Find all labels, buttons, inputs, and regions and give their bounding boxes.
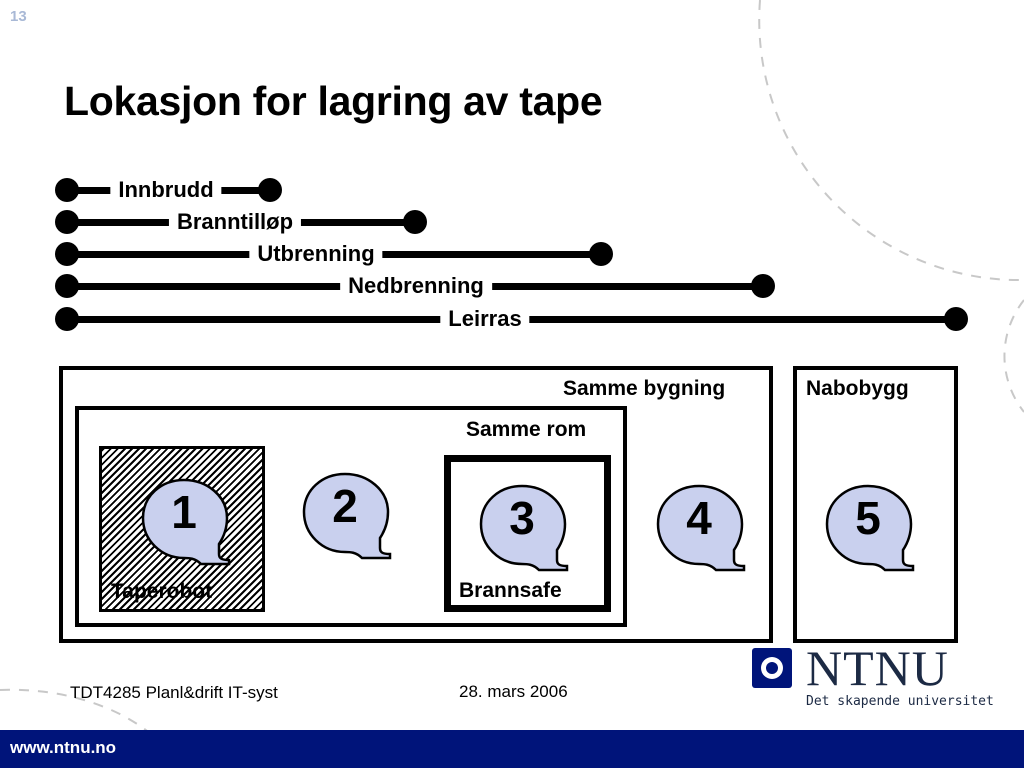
slide-title: Lokasjon for lagring av tape xyxy=(64,78,603,124)
threat-line-leirras: Leirras xyxy=(55,304,968,334)
location-number: 4 xyxy=(686,492,712,544)
threat-label: Leirras xyxy=(440,305,530,333)
same-building-label: Samme bygning xyxy=(563,377,726,400)
threat-end-dot xyxy=(403,210,427,234)
location-number: 5 xyxy=(855,492,881,544)
location-marker-1: 1 xyxy=(139,472,249,572)
threat-start-dot xyxy=(55,178,79,202)
neighbor-building-box xyxy=(793,366,958,643)
location-number: 2 xyxy=(332,480,358,532)
threat-label: Branntilløp xyxy=(168,208,302,236)
threat-end-dot xyxy=(944,307,968,331)
neighbor-building-label: Nabobygg xyxy=(806,377,909,400)
threat-line-nedbrenning: Nedbrenning xyxy=(55,271,775,301)
threat-end-dot xyxy=(589,242,613,266)
threat-label: Nedbrenning xyxy=(340,272,492,300)
ntnu-logo-icon xyxy=(752,648,792,688)
same-room-label: Samme rom xyxy=(466,418,587,441)
location-marker-5: 5 xyxy=(823,478,933,578)
footer-date: 28. mars 2006 xyxy=(459,682,568,701)
fire-safe-label: Brannsafe xyxy=(459,579,562,602)
speech-bubble-icon xyxy=(656,484,746,572)
location-marker-3: 3 xyxy=(477,478,587,578)
threat-start-dot xyxy=(55,274,79,298)
threat-start-dot xyxy=(55,242,79,266)
threat-start-dot xyxy=(55,210,79,234)
footer-course: TDT4285 Planl&drift IT-syst xyxy=(70,683,278,702)
location-marker-2: 2 xyxy=(300,466,410,566)
logo-name: NTNU xyxy=(806,640,949,696)
speech-bubble-icon xyxy=(479,484,569,572)
page-number: 13 xyxy=(10,8,27,25)
speech-bubble-icon xyxy=(825,484,915,572)
location-marker-4: 4 xyxy=(654,478,764,578)
threat-line-utbrenning: Utbrenning xyxy=(55,239,613,269)
ntnu-logo: NTNU Det skapende universitet xyxy=(752,640,1002,718)
location-number: 1 xyxy=(171,486,197,538)
same-room-box xyxy=(75,406,627,627)
tape-robot-label: Taperobot xyxy=(111,580,213,603)
threat-start-dot xyxy=(55,307,79,331)
threat-line-branntillop: Branntilløp xyxy=(55,207,427,237)
threat-end-dot xyxy=(258,178,282,202)
logo-tagline: Det skapende universitet xyxy=(806,694,994,709)
footer-url[interactable]: www.ntnu.no xyxy=(10,738,117,757)
threat-line-innbrudd: Innbrudd xyxy=(55,175,282,205)
threat-label: Utbrenning xyxy=(249,240,383,268)
speech-bubble-icon xyxy=(141,478,231,566)
bottom-bar: www.ntnu.no xyxy=(0,730,1024,768)
same-building-box xyxy=(59,366,773,643)
speech-bubble-icon xyxy=(302,472,392,560)
threat-end-dot xyxy=(751,274,775,298)
threat-label: Innbrudd xyxy=(110,176,222,204)
location-number: 3 xyxy=(509,492,535,544)
